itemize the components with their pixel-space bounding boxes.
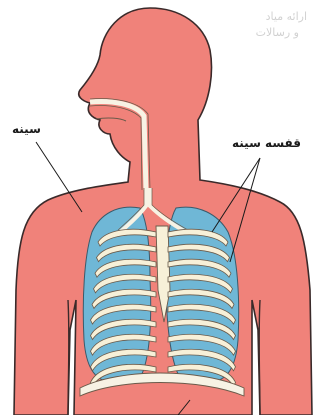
chest-label: سینه	[12, 122, 41, 136]
faded-background-text-1: ارائه میاد	[266, 10, 307, 23]
body-silhouette	[14, 8, 312, 415]
right-arm-edge	[259, 300, 260, 415]
left-arm-edge	[68, 300, 69, 415]
rib-cage-label: قفسه سینه	[232, 136, 301, 150]
faded-background-text-2: و رسالات	[256, 26, 299, 39]
